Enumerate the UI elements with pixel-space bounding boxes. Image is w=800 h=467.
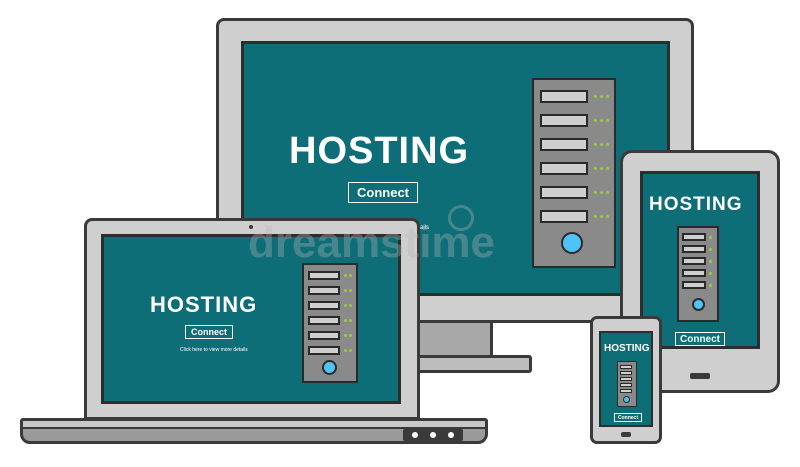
status-led <box>344 304 347 307</box>
monitor-server-icon <box>532 78 616 268</box>
status-led <box>600 167 603 170</box>
monitor: HOSTING Connect ails <box>216 18 694 323</box>
status-led <box>606 119 609 122</box>
status-led <box>344 289 347 292</box>
status-led <box>600 143 603 146</box>
monitor-screen: HOSTING Connect ails <box>241 41 670 296</box>
drive-bay <box>540 186 588 199</box>
laptop-details-text: Click here to view more details <box>180 347 248 353</box>
status-led <box>349 274 352 277</box>
status-led <box>349 334 352 337</box>
laptop-indicator-panel <box>403 429 463 441</box>
status-led <box>594 119 597 122</box>
drive-bay <box>308 271 340 280</box>
status-led <box>344 334 347 337</box>
drive-bay <box>682 245 706 253</box>
tablet-connect-button[interactable]: Connect <box>675 332 725 346</box>
status-led <box>600 191 603 194</box>
laptop-server-icon <box>302 263 358 383</box>
status-led <box>709 236 712 239</box>
power-button-icon <box>322 360 337 375</box>
power-button-icon <box>692 298 705 311</box>
drive-bay <box>308 316 340 325</box>
tablet-server-icon <box>677 226 719 322</box>
phone-connect-button[interactable]: Connect <box>614 413 642 422</box>
phone-home-button-icon <box>621 432 631 437</box>
drive-bay <box>682 233 706 241</box>
tablet-title: HOSTING <box>649 194 743 215</box>
laptop: HOSTING Connect Click here to view more … <box>84 218 420 420</box>
laptop-base-top-edge <box>23 421 485 429</box>
status-led <box>594 215 597 218</box>
status-led <box>709 284 712 287</box>
status-led <box>344 349 347 352</box>
drive-bay <box>540 162 588 175</box>
drive-bay <box>540 90 588 103</box>
phone: HOSTING Connect <box>590 316 662 444</box>
drive-bay <box>620 365 632 369</box>
monitor-connect-button[interactable]: Connect <box>348 182 418 203</box>
status-led <box>600 215 603 218</box>
drive-bay <box>308 331 340 340</box>
status-led <box>709 272 712 275</box>
indicator-light <box>430 432 436 438</box>
laptop-screen: HOSTING Connect Click here to view more … <box>101 234 401 404</box>
power-button-icon <box>561 232 583 254</box>
monitor-stand-neck <box>409 318 493 358</box>
status-led <box>594 191 597 194</box>
laptop-connect-button[interactable]: Connect <box>185 325 233 339</box>
drive-bay <box>620 383 632 387</box>
status-led <box>606 167 609 170</box>
status-led <box>709 260 712 263</box>
drive-bay <box>620 371 632 375</box>
status-led <box>349 304 352 307</box>
indicator-light <box>448 432 454 438</box>
status-led <box>349 289 352 292</box>
status-led <box>594 143 597 146</box>
status-led <box>600 95 603 98</box>
drive-bay <box>682 257 706 265</box>
indicator-light <box>412 432 418 438</box>
drive-bay <box>540 114 588 127</box>
drive-bay <box>308 301 340 310</box>
laptop-camera-icon <box>249 225 253 229</box>
phone-screen: HOSTING Connect <box>599 331 653 427</box>
phone-server-icon <box>617 361 637 407</box>
status-led <box>349 349 352 352</box>
drive-bay <box>682 281 706 289</box>
power-button-icon <box>623 396 630 403</box>
drive-bay <box>620 389 632 393</box>
monitor-details-text: ails <box>420 225 430 231</box>
laptop-base <box>20 418 488 444</box>
status-led <box>594 95 597 98</box>
drive-bay <box>682 269 706 277</box>
drive-bay <box>540 210 588 223</box>
status-led <box>344 319 347 322</box>
drive-bay <box>308 346 340 355</box>
drive-bay <box>620 377 632 381</box>
status-led <box>606 95 609 98</box>
status-led <box>344 274 347 277</box>
monitor-title: HOSTING <box>289 130 470 172</box>
watermark-swirl-icon <box>448 205 474 231</box>
tablet-home-button-icon <box>690 373 710 379</box>
status-led <box>600 119 603 122</box>
status-led <box>349 319 352 322</box>
status-led <box>606 215 609 218</box>
status-led <box>606 191 609 194</box>
phone-title: HOSTING <box>604 343 650 354</box>
status-led <box>594 167 597 170</box>
laptop-title: HOSTING <box>150 292 258 317</box>
drive-bay <box>308 286 340 295</box>
drive-bay <box>540 138 588 151</box>
status-led <box>606 143 609 146</box>
status-led <box>709 248 712 251</box>
